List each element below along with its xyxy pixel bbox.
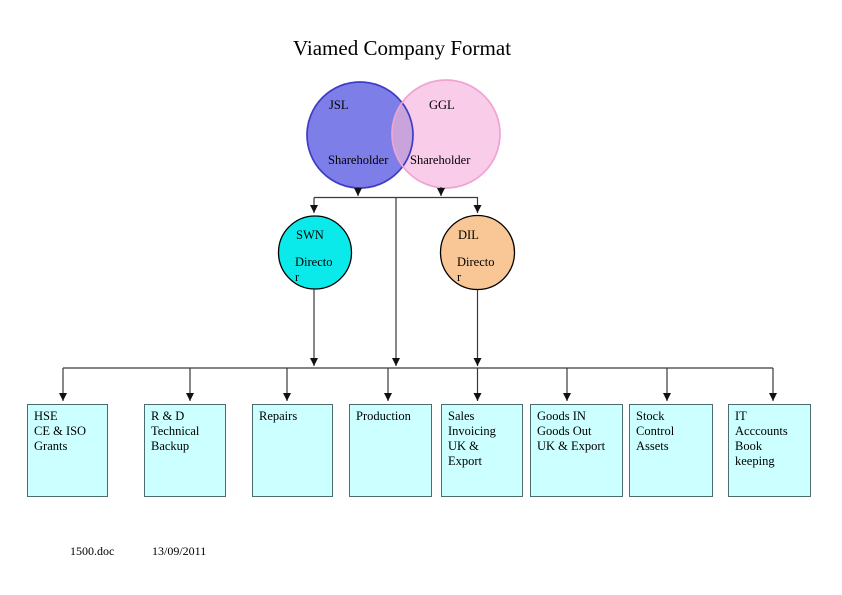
department-box-stock: Stock Control Assets [629, 404, 713, 497]
shareholder-right-circle [392, 80, 500, 188]
director-right-circle [439, 214, 516, 291]
department-box-sales: Sales Invoicing UK & Export [441, 404, 523, 497]
director-left-name: SWN [296, 228, 324, 242]
director-left-circle [277, 215, 353, 290]
department-box-repairs: Repairs [252, 404, 333, 497]
footer-filename: 1500.doc [70, 544, 115, 558]
director-right-name: DIL [458, 228, 479, 242]
shareholder-right-role: Shareholder [410, 153, 471, 167]
footer-date: 13/09/2011 [152, 544, 207, 558]
director-left-role: Directo r [295, 255, 333, 284]
department-box-it: IT Acccounts Book keeping [728, 404, 811, 497]
shareholder-left-name: JSL [329, 98, 349, 112]
department-box-goods: Goods IN Goods Out UK & Export [530, 404, 623, 497]
shareholder-right-outline [391, 79, 501, 189]
department-box-hse: HSE CE & ISO Grants [27, 404, 108, 497]
department-box-production: Production [349, 404, 432, 497]
shareholder-left-role: Shareholder [328, 153, 389, 167]
director-right-role: Directo r [457, 255, 495, 284]
department-box-rd: R & D Technical Backup [144, 404, 226, 497]
page-title: Viamed Company Format [293, 36, 512, 60]
shareholder-right-name: GGL [429, 98, 455, 112]
shareholder-left-circle [307, 82, 413, 188]
